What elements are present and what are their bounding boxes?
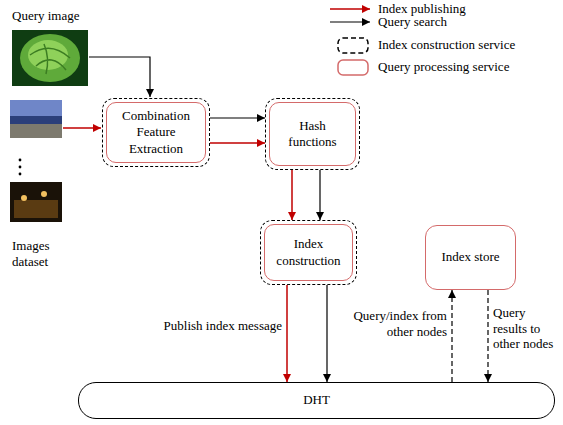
node-text: Index construction — [261, 236, 356, 269]
legend-text: Query processing service — [378, 59, 509, 75]
edge-label: Query/index from other nodes — [349, 308, 447, 339]
connector-arrow — [319, 170, 320, 220]
text-group: Index construction — [261, 236, 356, 269]
connector-arrow — [210, 117, 265, 118]
connector-arrow — [326, 285, 327, 382]
node-text: DHT — [293, 392, 340, 408]
connector-arrow — [451, 290, 452, 382]
connector-arrow — [487, 290, 488, 382]
dht-bar: DHT — [78, 382, 555, 419]
legend-text: Index construction service — [378, 37, 515, 53]
process-box: Combination Feature Extraction — [102, 98, 210, 167]
store-box: Index store — [425, 225, 516, 290]
lettuce-image — [12, 30, 88, 86]
legend-red-box — [338, 60, 368, 75]
legend-black-arrow — [330, 21, 370, 22]
image-label: Query image — [12, 8, 80, 24]
process-box: Hash functions — [265, 98, 360, 170]
dataset-label: Images dataset — [12, 238, 72, 269]
legend-red-arrow — [330, 8, 370, 10]
text-group: Hash functions — [266, 118, 359, 151]
dataset-images — [10, 100, 62, 222]
query-wire — [89, 57, 150, 97]
edge-label: Publish index message — [164, 318, 282, 334]
node-text: Index store — [431, 249, 509, 265]
process-box: Index construction — [260, 220, 357, 285]
node-text: Combination Feature Extraction — [103, 108, 209, 157]
connector-arrow — [210, 142, 265, 144]
node-text: Hash functions — [266, 118, 359, 151]
text-group: Index store — [431, 249, 509, 265]
text-group: DHT — [293, 392, 340, 408]
connector-arrow — [291, 170, 293, 220]
legend-dashed-box — [338, 38, 368, 53]
edge-label: Query results to other nodes — [493, 305, 557, 352]
connector-arrow — [286, 285, 288, 382]
text-group: Combination Feature Extraction — [103, 108, 209, 157]
dataset-wire — [63, 127, 101, 129]
legend-text: Query search — [378, 14, 447, 30]
